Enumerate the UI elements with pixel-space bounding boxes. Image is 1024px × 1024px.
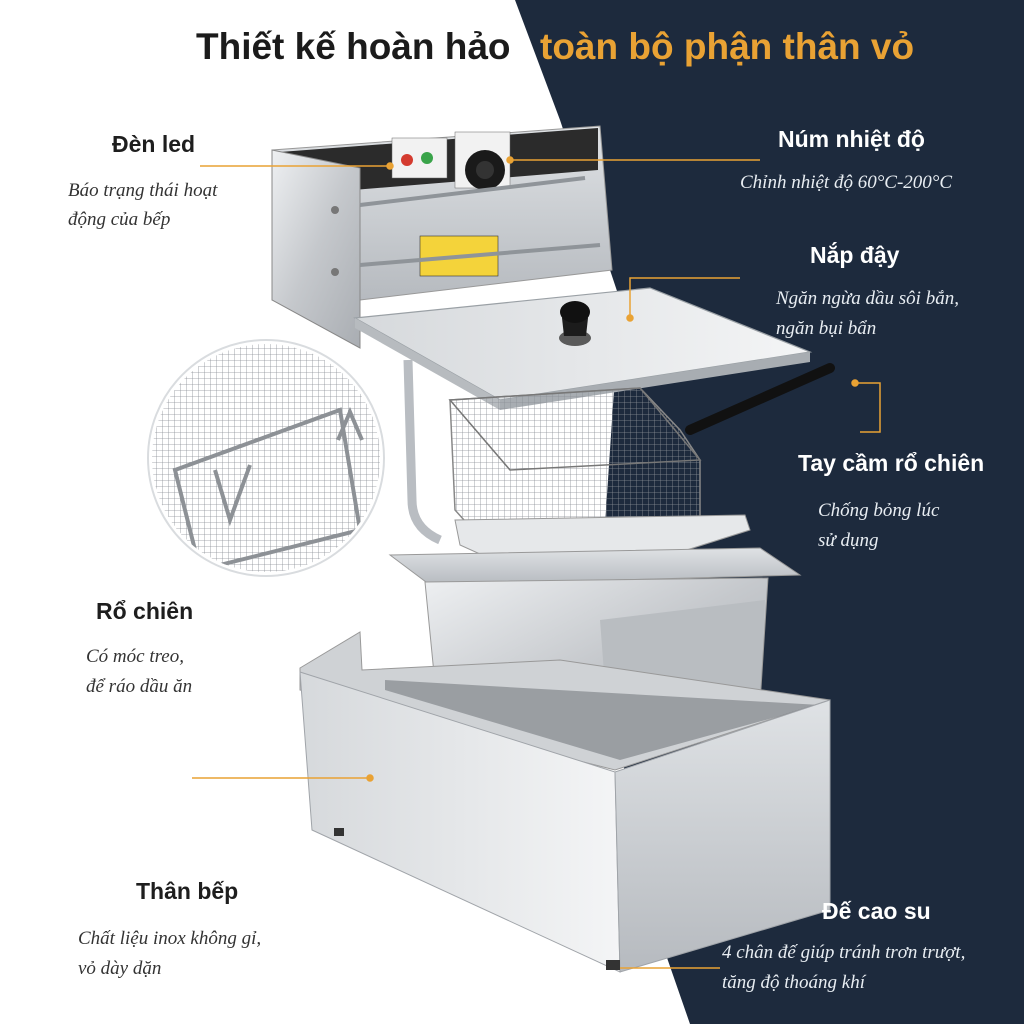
handle-desc-1: Chống bỏng lúc bbox=[818, 500, 940, 521]
knob-desc-1: Chỉnh nhiệt độ 60°C-200°C bbox=[740, 172, 953, 193]
main-body bbox=[299, 631, 831, 973]
body-desc-2: vỏ dày dặn bbox=[78, 958, 162, 979]
feet-label: Đế cao su bbox=[822, 898, 931, 924]
page-title-right: toàn bộ phận thân vỏ bbox=[540, 26, 915, 67]
feet-desc-1: 4 chân đế giúp tránh trơn trượt, bbox=[722, 942, 966, 963]
lid-label: Nắp đậy bbox=[810, 242, 900, 268]
knob-label: Núm nhiệt độ bbox=[778, 126, 925, 152]
rubber-foot bbox=[606, 960, 620, 970]
body-desc-1: Chất liệu inox không gỉ, bbox=[78, 928, 262, 949]
handle-label: Tay cầm rổ chiên bbox=[798, 450, 985, 476]
feet-desc-2: tăng độ thoáng khí bbox=[722, 972, 866, 993]
lid-desc-1: Ngăn ngừa dầu sôi bắn, bbox=[776, 288, 959, 309]
basket-desc-2: để ráo dầu ăn bbox=[86, 676, 193, 697]
basket-label: Rổ chiên bbox=[96, 598, 194, 624]
basket-desc-1: Có móc treo, bbox=[86, 646, 184, 667]
control-head bbox=[271, 125, 613, 349]
connector-lines bbox=[192, 156, 881, 969]
page-title-left: Thiết kế hoàn hảo bbox=[196, 26, 511, 67]
green-indicator-light bbox=[421, 152, 433, 164]
lid-desc-2: ngăn bụi bẩn bbox=[776, 318, 877, 339]
led-desc-2: động của bếp bbox=[68, 209, 171, 230]
handle-desc-2: sử dụng bbox=[818, 530, 879, 551]
red-indicator-light bbox=[401, 154, 413, 166]
body-label: Thân bếp bbox=[136, 878, 239, 904]
basket-detail-circle bbox=[147, 339, 385, 577]
led-desc-1: Báo trạng thái hoạt bbox=[68, 180, 218, 201]
led-label: Đèn led bbox=[112, 131, 196, 157]
